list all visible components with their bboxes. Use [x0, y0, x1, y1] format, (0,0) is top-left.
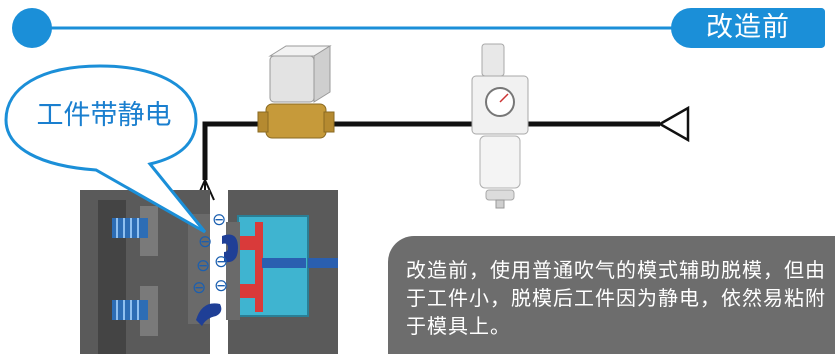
solenoid-valve-icon	[257, 45, 335, 139]
header-dot	[12, 8, 52, 48]
mold-right-half	[226, 190, 338, 354]
charge-marker-5: ⊖	[192, 278, 207, 298]
charge-marker-2: ⊖	[198, 232, 213, 252]
workpiece-upper	[222, 234, 238, 263]
charge-marker-1: ⊖	[212, 210, 227, 230]
filter-regulator-icon	[471, 43, 529, 209]
mold-left-half	[80, 190, 210, 354]
air-pipe-left	[202, 121, 265, 180]
callout-bubble	[4, 64, 207, 234]
charge-marker-4: ⊖	[214, 252, 229, 272]
charge-marker-3: ⊖	[196, 256, 211, 276]
workpiece-lower	[196, 303, 222, 326]
header-tab: 改造前	[671, 8, 825, 48]
charge-marker-6: ⊖	[214, 276, 229, 296]
spring-bottom	[112, 300, 148, 320]
spring-top	[112, 218, 148, 238]
callout-text: 工件带静电	[36, 100, 172, 131]
air-source-icon	[657, 105, 690, 143]
note-text: 改造前，使用普通吹气的模式辅助脱模，但由于工件小，脱模后工件因为静电，依然易粘附…	[406, 258, 826, 338]
note-box: 改造前，使用普通吹气的模式辅助脱模，但由于工件小，脱模后工件因为静电，依然易粘附…	[388, 236, 835, 354]
